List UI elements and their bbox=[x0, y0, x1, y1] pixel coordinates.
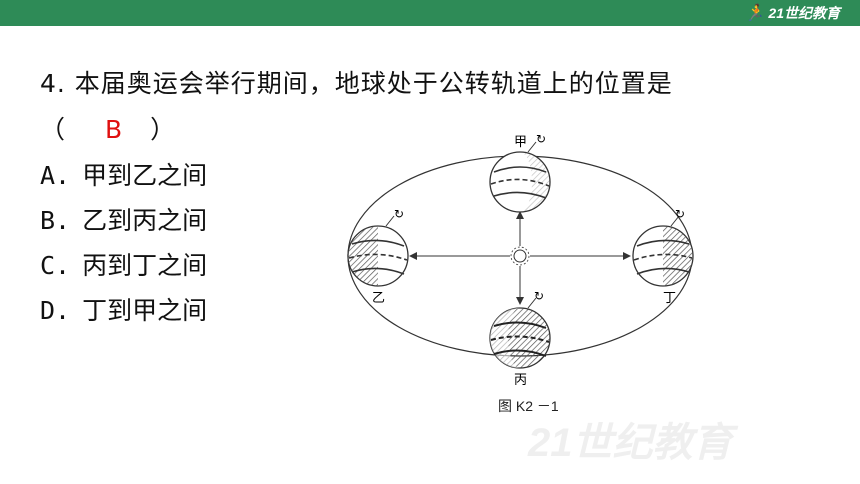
option-letter: A. bbox=[40, 161, 71, 190]
option-letter: B. bbox=[40, 206, 71, 235]
answer-value: B bbox=[105, 115, 123, 144]
label-left: 乙 bbox=[372, 291, 385, 306]
earth-left: ↻ bbox=[347, 207, 409, 287]
label-bottom: 丙 bbox=[514, 373, 527, 388]
brand-logo: 🏃 21世纪教育 bbox=[745, 2, 841, 24]
earth-top: ↻ bbox=[489, 132, 551, 213]
paren-open: （ bbox=[40, 115, 66, 144]
watermark: 21世纪教育 bbox=[528, 421, 733, 465]
orbit-diagram: ↻ 甲 ↻ 乙 ↻ 丁 ↻ 丙 bbox=[347, 132, 694, 388]
svg-text:↻: ↻ bbox=[675, 207, 685, 221]
sun-icon bbox=[510, 246, 530, 266]
figure-caption: 图 K2 －1 bbox=[498, 398, 559, 414]
header-bar: 🏃 21世纪教育 bbox=[0, 0, 860, 26]
option-text: 丁到甲之间 bbox=[82, 296, 208, 325]
svg-text:↻: ↻ bbox=[394, 207, 404, 221]
logo-text: 21世纪教育 bbox=[768, 5, 840, 21]
option-d[interactable]: D. 丁到甲之间 bbox=[40, 291, 207, 327]
option-c[interactable]: C. 丙到丁之间 bbox=[40, 246, 207, 282]
label-right: 丁 bbox=[663, 291, 676, 306]
runner-icon: 🏃 bbox=[744, 5, 765, 22]
label-top: 甲 bbox=[514, 135, 527, 150]
svg-text:↻: ↻ bbox=[534, 289, 544, 303]
earth-right: ↻ bbox=[632, 207, 694, 287]
option-b[interactable]: B. 乙到丙之间 bbox=[40, 201, 207, 237]
option-letter: C. bbox=[40, 251, 71, 280]
answer-line: （ B ） bbox=[40, 110, 175, 146]
question-text: 4. 本届奥运会举行期间，地球处于公转轨道上的位置是 bbox=[40, 69, 673, 98]
option-letter: D. bbox=[40, 296, 71, 325]
earth-bottom: ↻ bbox=[489, 289, 551, 369]
option-text: 甲到乙之间 bbox=[82, 161, 208, 190]
option-text: 丙到丁之间 bbox=[82, 251, 208, 280]
paren-close: ） bbox=[150, 115, 176, 144]
svg-text:↻: ↻ bbox=[536, 132, 546, 146]
option-a[interactable]: A. 甲到乙之间 bbox=[40, 156, 207, 192]
option-text: 乙到丙之间 bbox=[82, 206, 208, 235]
